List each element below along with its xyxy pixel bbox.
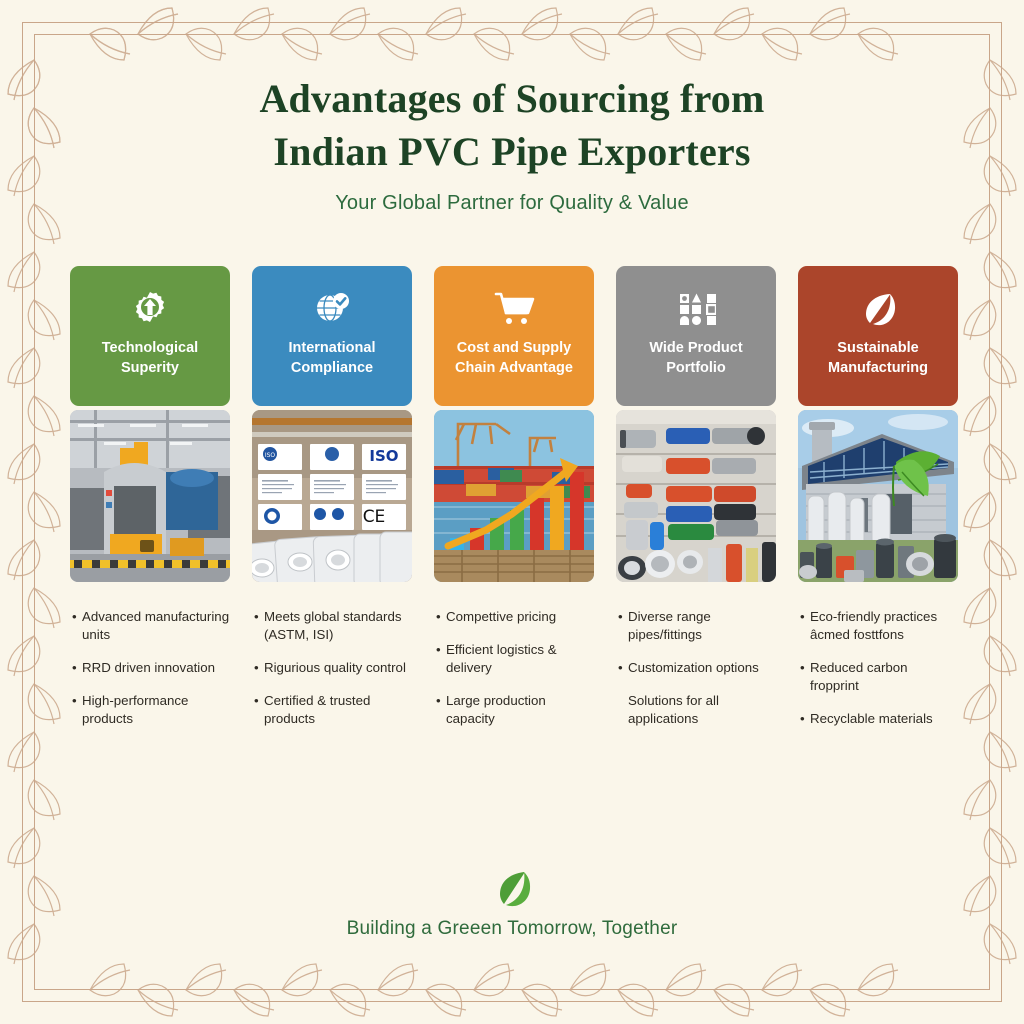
advantage-columns: Technological Superity [70,266,958,743]
bullet-dot: • [800,609,805,624]
list-item: • Customization options [618,659,776,677]
list-item: • Rigurious quality control [254,659,412,677]
bullet-dot: • [436,693,441,708]
category-card-sustainable-manufacturing[interactable]: Sustainable Manufacturing [798,266,958,406]
bullet-text: Solutions for all applications [628,693,719,726]
category-card-wide-product-portfolio[interactable]: Wide Product Portfolio [616,266,776,406]
list-item: • Large production capacity [436,692,594,728]
list-item: • High-performance products [72,692,230,728]
list-item: • Certified & trusted products [254,692,412,728]
leaf-icon [0,868,1024,914]
bullet-list-sustainable-manufacturing: •Eco-friendly practices âcmed fosttfons … [798,608,958,728]
bullet-dot: • [800,711,805,726]
page-subtitle: Your Global Partner for Quality & Value [335,192,689,214]
certificates-pipes-photo: ISO ISO CE [252,410,412,582]
bullet-dot: • [254,693,259,708]
column-international-compliance: International Compliance [252,266,412,743]
bullet-dot: • [436,642,441,657]
list-item: • Compettive pricing [436,608,594,626]
category-label-line-2: Portfolio [666,360,726,376]
bullet-text: Large production capacity [446,693,546,726]
footer-tagline: Building a Greeen Tomorrow, Together [346,918,678,939]
bullet-text: Certified & trusted products [264,693,371,726]
list-item: • RRD driven innovation [72,659,230,677]
bullet-text: Recyclable materials [810,711,933,726]
svg-text:ISO: ISO [369,447,398,465]
svg-text:ISO: ISO [265,452,276,459]
list-item: • Diverse range pipes/fittings [618,608,776,644]
list-item: • Recyclable materials [800,710,958,728]
list-item: • Advanced manufacturing units [72,608,230,644]
bullet-list-international-compliance: • Meets global standards (ASTM, ISI) • Rig… [252,608,412,728]
category-label-line-2: Chain Advantage [455,360,573,376]
page-footer: Building a Greeen Tomorrow, Together [0,868,1024,940]
bullet-dot: • [800,660,805,675]
product-grid-icon [676,288,716,330]
factory-machinery-photo [70,410,230,582]
bullet-text: Customization options [628,660,759,675]
bullet-list-cost-supply-chain: • Compettive pricing • Efficient logistics… [434,608,594,728]
category-label-line-1: International [288,340,376,356]
leaf-icon [858,288,898,330]
bullet-text: Rigurious quality control [264,660,406,675]
category-label-line-2: Manufacturing [828,360,928,376]
bullet-text: Compettive pricing [446,609,557,624]
bullet-dot: • [72,660,77,675]
bullet-dot: • [254,609,259,624]
bullet-text: High-performance products [82,693,189,726]
bullet-dot: • [72,693,77,708]
bullet-text: Eco-friendly practices âcmed fosttfons [810,609,938,642]
category-label-sustainable-manufacturing: Sustainable Manufacturing [822,338,934,378]
page-title-line-2: Indian PVC Pipe Exporters [273,129,751,174]
column-technological: Technological Superity [70,266,230,743]
category-card-international-compliance[interactable]: International Compliance [252,266,412,406]
column-sustainable-manufacturing: Sustainable Manufacturing [798,266,958,743]
bullet-text: Efficient logistics & delivery [446,642,557,675]
port-growth-chart-photo [434,410,594,582]
bullet-dot: • [436,609,441,624]
list-item: • Efficient logistics & delivery [436,641,594,677]
category-card-cost-supply-chain[interactable]: Cost and Supply Chain Advantage [434,266,594,406]
bullet-dot: • [618,660,623,675]
category-label-line-1: Sustainable [837,340,919,356]
category-label-international-compliance: International Compliance [282,338,381,378]
bullet-text: RRD driven innovation [82,660,216,675]
bullet-dot: • [254,660,259,675]
category-label-technological: Technological Superity [96,338,204,378]
category-label-line-2: Compliance [290,360,374,376]
page-header: Advantages of Sourcing from Indian PVC P… [0,72,1024,215]
bullet-text: Meets global standards (ASTM, ISI) [264,609,402,642]
category-label-cost-supply-chain: Cost and Supply Chain Advantage [449,338,579,378]
list-item: •Solutions for all applications [618,692,776,728]
bullet-list-wide-product-portfolio: • Diverse range pipes/fittings • Customiza… [616,608,776,728]
category-label-line-1: Cost and Supply [456,340,572,356]
pipe-display-wall-photo [616,410,776,582]
category-label-line-1: Wide Product [649,340,743,356]
gear-upload-icon [130,288,170,330]
bullet-dot: • [618,609,623,624]
shopping-cart-icon [493,288,535,330]
list-item: • Reduced carbon fropprint [800,659,958,695]
bullet-text: Advanced manufacturing units [82,609,230,642]
list-item: • Meets global standards (ASTM, ISI) [254,608,412,644]
column-cost-supply-chain: Cost and Supply Chain Advantage [434,266,594,743]
bullet-text: Diverse range pipes/fittings [628,609,711,642]
svg-text:CE: CE [363,507,386,527]
page-title-line-1: Advantages of Sourcing from [259,76,765,121]
solar-factory-photo [798,410,958,582]
bullet-list-technological: • Advanced manufacturing units • RRD drive… [70,608,230,728]
list-item: • Eco-friendly practices âcmed fosttfons [800,608,958,644]
globe-check-icon [312,288,352,330]
category-label-wide-product-portfolio: Wide Product Portfolio [643,338,748,378]
bullet-text: Reduced carbon fropprint [810,660,908,693]
category-label-line-2: Superity [120,360,179,376]
category-label-line-1: Technological [101,340,199,356]
category-card-technological[interactable]: Technological Superity [70,266,230,406]
column-wide-product-portfolio: Wide Product Portfolio [616,266,776,743]
bullet-dot: • [72,609,77,624]
